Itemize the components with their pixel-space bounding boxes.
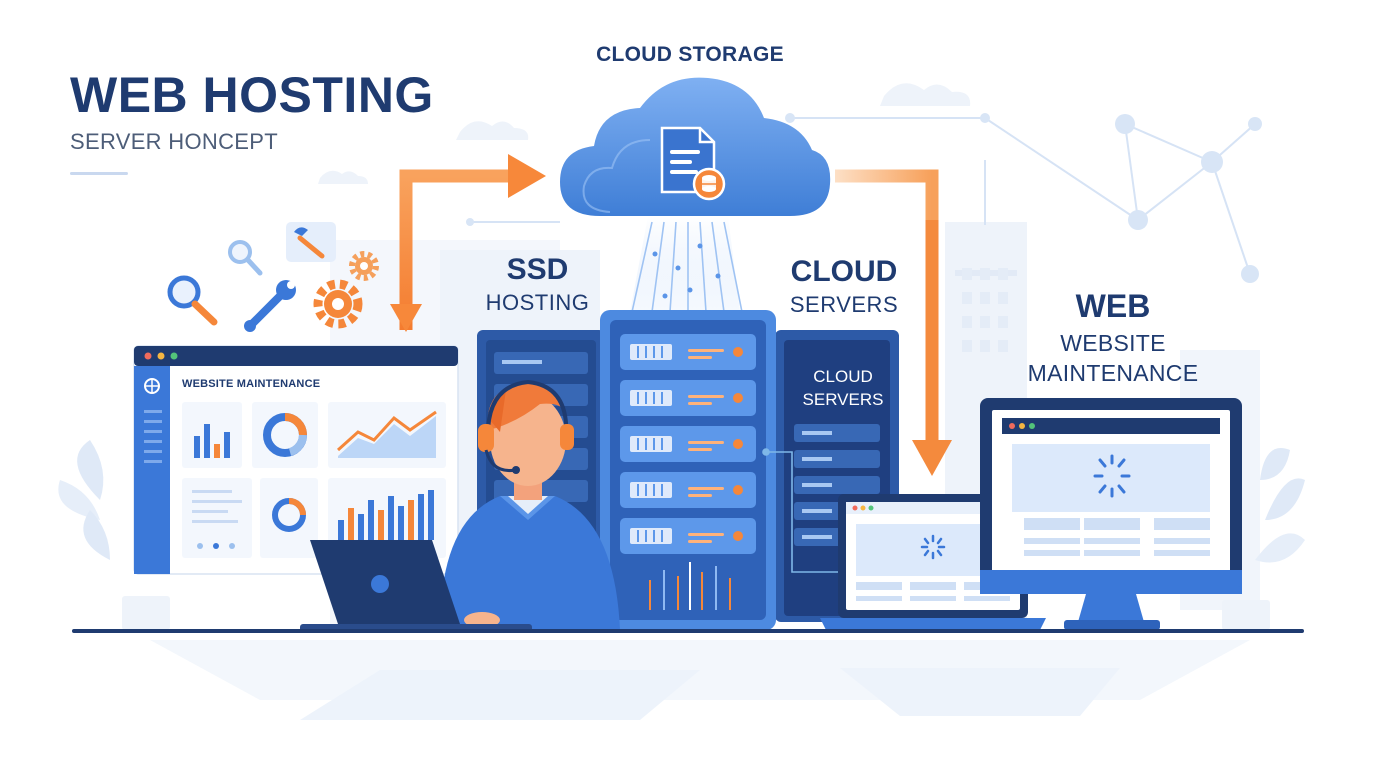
connection-lines [762, 448, 840, 573]
plant-decoration [58, 440, 170, 630]
floor-line [72, 629, 1304, 633]
loading-icon [1093, 454, 1131, 498]
support-agent [440, 379, 620, 630]
web-title: WEB [1075, 288, 1151, 324]
area-chart-icon [336, 410, 437, 458]
bar-chart-icon [194, 424, 230, 458]
page-title: WEB HOSTING [70, 67, 434, 123]
donut-chart-icon [263, 413, 307, 457]
headset-icon [478, 379, 574, 474]
network-icon [470, 117, 1256, 275]
subtitle-underline [70, 172, 128, 175]
arrow-down-icon [912, 440, 952, 476]
plant-decoration [1222, 448, 1305, 630]
wrench-icon [286, 222, 336, 262]
page-subtitle: SERVER HONCEPT [70, 129, 278, 154]
main-server [600, 310, 776, 630]
arrow-down-icon [390, 304, 422, 332]
rack-label-line1: CLOUD [813, 367, 873, 386]
server-units [620, 334, 756, 554]
laptop-icon [300, 540, 532, 632]
search-icon [228, 240, 263, 276]
cloud-servers-title: CLOUD [790, 255, 898, 288]
data-beams [630, 216, 743, 313]
server-data-lines [649, 562, 731, 610]
database-icon [692, 167, 726, 201]
loading-icon [920, 534, 946, 560]
search-icon [167, 275, 218, 326]
cloud-servers-subtitle: SERVERS [789, 292, 899, 317]
wrench-icon [244, 280, 296, 332]
ssd-hosting-label: HOSTING [485, 290, 590, 315]
gear-icon [349, 251, 379, 281]
dashboard-window [133, 345, 459, 575]
desktop-monitor [980, 398, 1242, 630]
gear-icon [313, 279, 363, 329]
dashboard-title: WEBSITE MAINTENANCE [182, 378, 321, 390]
network-nodes [466, 113, 1262, 283]
web-subtitle-line1: WEBSITE [1060, 330, 1166, 356]
rack-label-line2: SERVERS [802, 390, 884, 409]
cloud-storage-label: CLOUD STORAGE [596, 43, 784, 66]
flow-arrows [390, 154, 952, 476]
arrow-right-icon [508, 154, 546, 198]
ssd-label: SSD [506, 253, 569, 286]
web-subtitle-line2: MAINTENANCE [1027, 360, 1199, 386]
